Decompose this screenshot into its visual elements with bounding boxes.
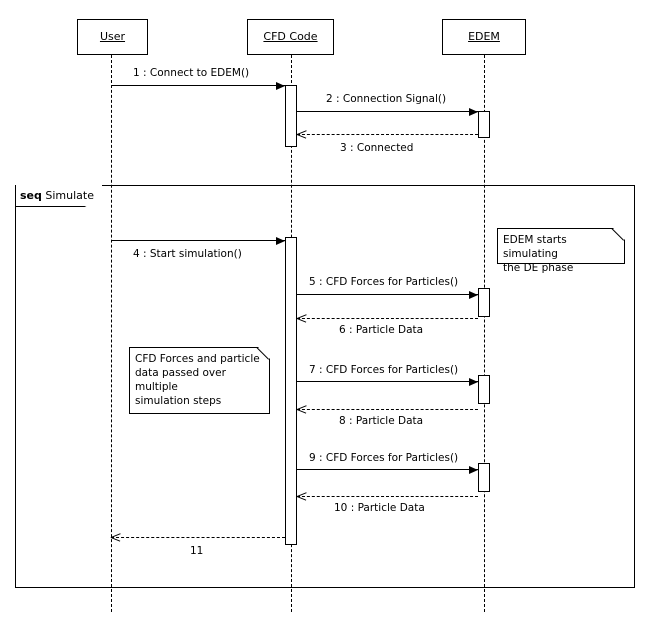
arrowhead-filled-icon <box>276 237 285 245</box>
lifeline-label-user: User <box>99 30 126 43</box>
message-label-9: 9 : CFD Forces for Particles() <box>309 452 459 464</box>
message-label-10: 10 : Particle Data <box>334 502 425 514</box>
arrowhead-filled-icon <box>469 466 478 474</box>
note-body <box>497 228 625 264</box>
arrowhead-open-icon <box>296 129 307 139</box>
message-line-9[interactable] <box>297 469 478 470</box>
message-line-10[interactable] <box>297 496 478 497</box>
activation-bar-edem-connect <box>478 111 490 138</box>
message-line-1[interactable] <box>111 85 285 86</box>
lifeline-label-cfd-code: CFD Code <box>263 30 318 43</box>
note-edem-simulating: EDEM starts simulating the DE phase <box>497 228 625 274</box>
lifeline-head-edem[interactable]: EDEM <box>442 19 526 55</box>
message-label-1: 1 : Connect to EDEM() <box>133 67 250 79</box>
activation-bar-edem-step-1 <box>478 288 490 317</box>
message-label-3: 3 : Connected <box>340 142 414 154</box>
arrowhead-filled-icon <box>469 378 478 386</box>
message-label-2: 2 : Connection Signal() <box>326 93 447 105</box>
arrowhead-open-icon <box>296 491 307 501</box>
fragment-keyword: seq <box>20 189 42 202</box>
activation-bar-cfd-sim <box>285 237 297 545</box>
message-line-8[interactable] <box>297 409 478 410</box>
lifeline-user <box>111 55 112 612</box>
arrowhead-filled-icon <box>276 82 285 90</box>
arrowhead-filled-icon <box>469 291 478 299</box>
note-text: EDEM starts simulating the DE phase <box>503 234 574 274</box>
message-line-3[interactable] <box>297 134 478 135</box>
arrowhead-filled-icon <box>469 108 478 116</box>
note-text: CFD Forces and particle data passed over… <box>135 353 260 407</box>
arrowhead-open-icon <box>296 404 307 414</box>
fragment-label: seq Simulate <box>20 189 94 202</box>
activation-bar-edem-step-3 <box>478 463 490 492</box>
message-label-5: 5 : CFD Forces for Particles() <box>309 276 459 288</box>
arrowhead-open-icon <box>110 532 121 542</box>
message-line-2[interactable] <box>297 111 478 112</box>
lifeline-label-edem: EDEM <box>468 30 500 43</box>
note-body <box>129 347 270 414</box>
lifeline-head-user[interactable]: User <box>77 19 148 55</box>
combined-fragment-seq <box>15 185 635 588</box>
lifeline-edem <box>484 55 485 612</box>
activation-bar-cfd-connect <box>285 85 297 147</box>
message-line-5[interactable] <box>297 294 478 295</box>
lifeline-head-cfd-code[interactable]: CFD Code <box>247 19 334 55</box>
message-label-6: 6 : Particle Data <box>339 324 424 336</box>
arrowhead-open-icon <box>296 313 307 323</box>
message-line-11[interactable] <box>111 537 285 538</box>
activation-bar-edem-step-2 <box>478 375 490 404</box>
message-line-6[interactable] <box>297 318 478 319</box>
message-line-4[interactable] <box>111 240 285 241</box>
fragment-label-tab <box>15 185 102 207</box>
note-cfd-forces-multiple-steps: CFD Forces and particle data passed over… <box>129 347 270 414</box>
message-label-8: 8 : Particle Data <box>339 415 424 427</box>
message-line-7[interactable] <box>297 381 478 382</box>
message-label-7: 7 : CFD Forces for Particles() <box>309 364 459 376</box>
message-label-4: 4 : Start simulation() <box>133 248 242 260</box>
message-label-11: 11 <box>190 545 204 557</box>
fragment-name: Simulate <box>45 189 94 202</box>
